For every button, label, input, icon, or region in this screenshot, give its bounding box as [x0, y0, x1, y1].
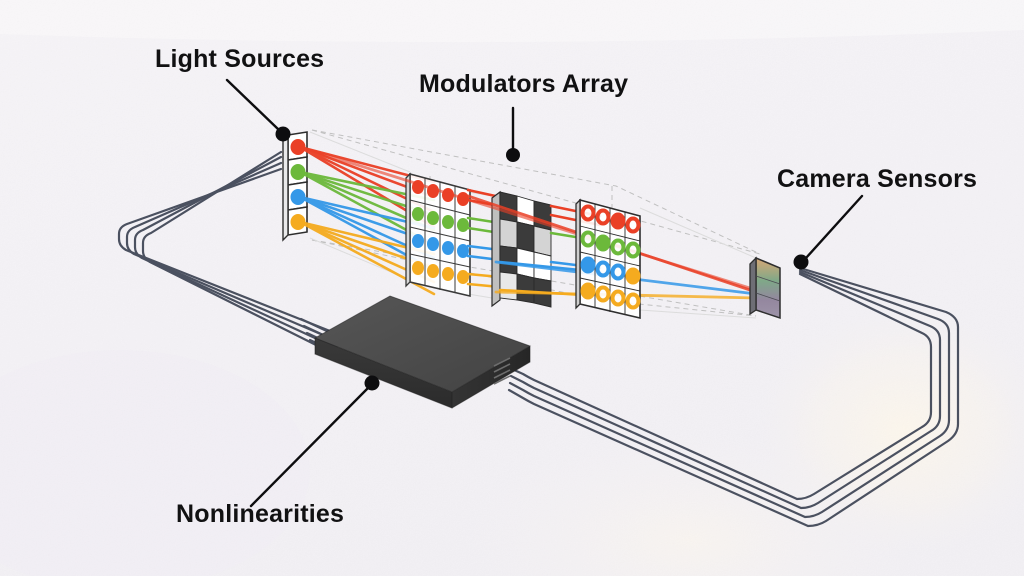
label-nonlinearities: Nonlinearities [176, 500, 345, 528]
feedback-cable-loop [117, 150, 960, 528]
mask-cell-r2c2 [516, 221, 535, 253]
light-source-side [282, 133, 289, 242]
label-leaders [225, 78, 864, 508]
modulator-row-green [412, 207, 469, 232]
light-emitter-orange [290, 214, 306, 230]
long-beam-red2 [298, 145, 758, 292]
nonlinearities-front [315, 338, 452, 408]
label-dots [275, 126, 809, 391]
light-emitter-red [290, 139, 306, 155]
dot-camera-sensors [793, 254, 809, 270]
camera-sensor-segments [755, 275, 781, 302]
label-light-sources: Light Sources [155, 45, 325, 73]
label-camera-sensors: Camera Sensors [777, 165, 978, 193]
nonlinearities-ports [493, 357, 511, 385]
mask-cell-r2c3 [533, 225, 552, 257]
nonlinearities-top [315, 296, 530, 392]
mask-cell-r4c2 [516, 273, 535, 304]
camera-sensor-panel[interactable] [749, 256, 781, 320]
label-modulators-array: Modulators Array [419, 70, 629, 98]
modulators-array-panel[interactable] [405, 172, 471, 298]
cable-4 [117, 167, 933, 501]
guide-det-bot [639, 309, 757, 319]
mask-cell-r2c1 [499, 218, 518, 249]
leader-light-sources [225, 78, 281, 132]
light-emitter-blue [290, 189, 306, 205]
detector-row-green [580, 230, 641, 259]
modulator-row-blue [412, 234, 469, 258]
dot-modulators-array [506, 148, 520, 162]
camera-sensor-edge [749, 256, 757, 316]
light-sources-panel[interactable] [282, 131, 308, 242]
dot-nonlinearities [364, 375, 380, 391]
mask-cell-r3c1 [499, 245, 518, 275]
box-input-4 [299, 317, 333, 335]
leader-nonlinearities [249, 386, 370, 508]
nonlinearities-outline [313, 295, 532, 409]
guide-bottom [311, 239, 757, 317]
mask-cell-r4c1 [499, 271, 518, 301]
modulator-row-orange [412, 261, 469, 284]
light-emitter-green [290, 164, 306, 180]
detector-array-panel[interactable] [575, 198, 641, 320]
modulator-grid-lines [409, 178, 471, 293]
mask-panel-side [491, 190, 501, 308]
nonlinearities-side [452, 346, 530, 408]
detector-row-blue [580, 256, 641, 285]
modulator-panel-edge [405, 172, 411, 288]
camera-sensor-face [755, 256, 781, 320]
nonlinearities-box[interactable] [313, 295, 532, 409]
detector-panel-edge [575, 198, 581, 310]
leader-camera-sensors [804, 194, 864, 260]
guide-face-top [309, 131, 411, 173]
guide-mod-bot [467, 293, 493, 299]
mask-cell-r1c2 [516, 195, 535, 227]
guide-top [311, 129, 761, 255]
detector-row-orange [580, 282, 641, 310]
dot-light-sources [275, 126, 291, 142]
guide-det-top [639, 207, 757, 259]
detector-row-red [580, 204, 641, 234]
guide-top2 [311, 129, 761, 255]
